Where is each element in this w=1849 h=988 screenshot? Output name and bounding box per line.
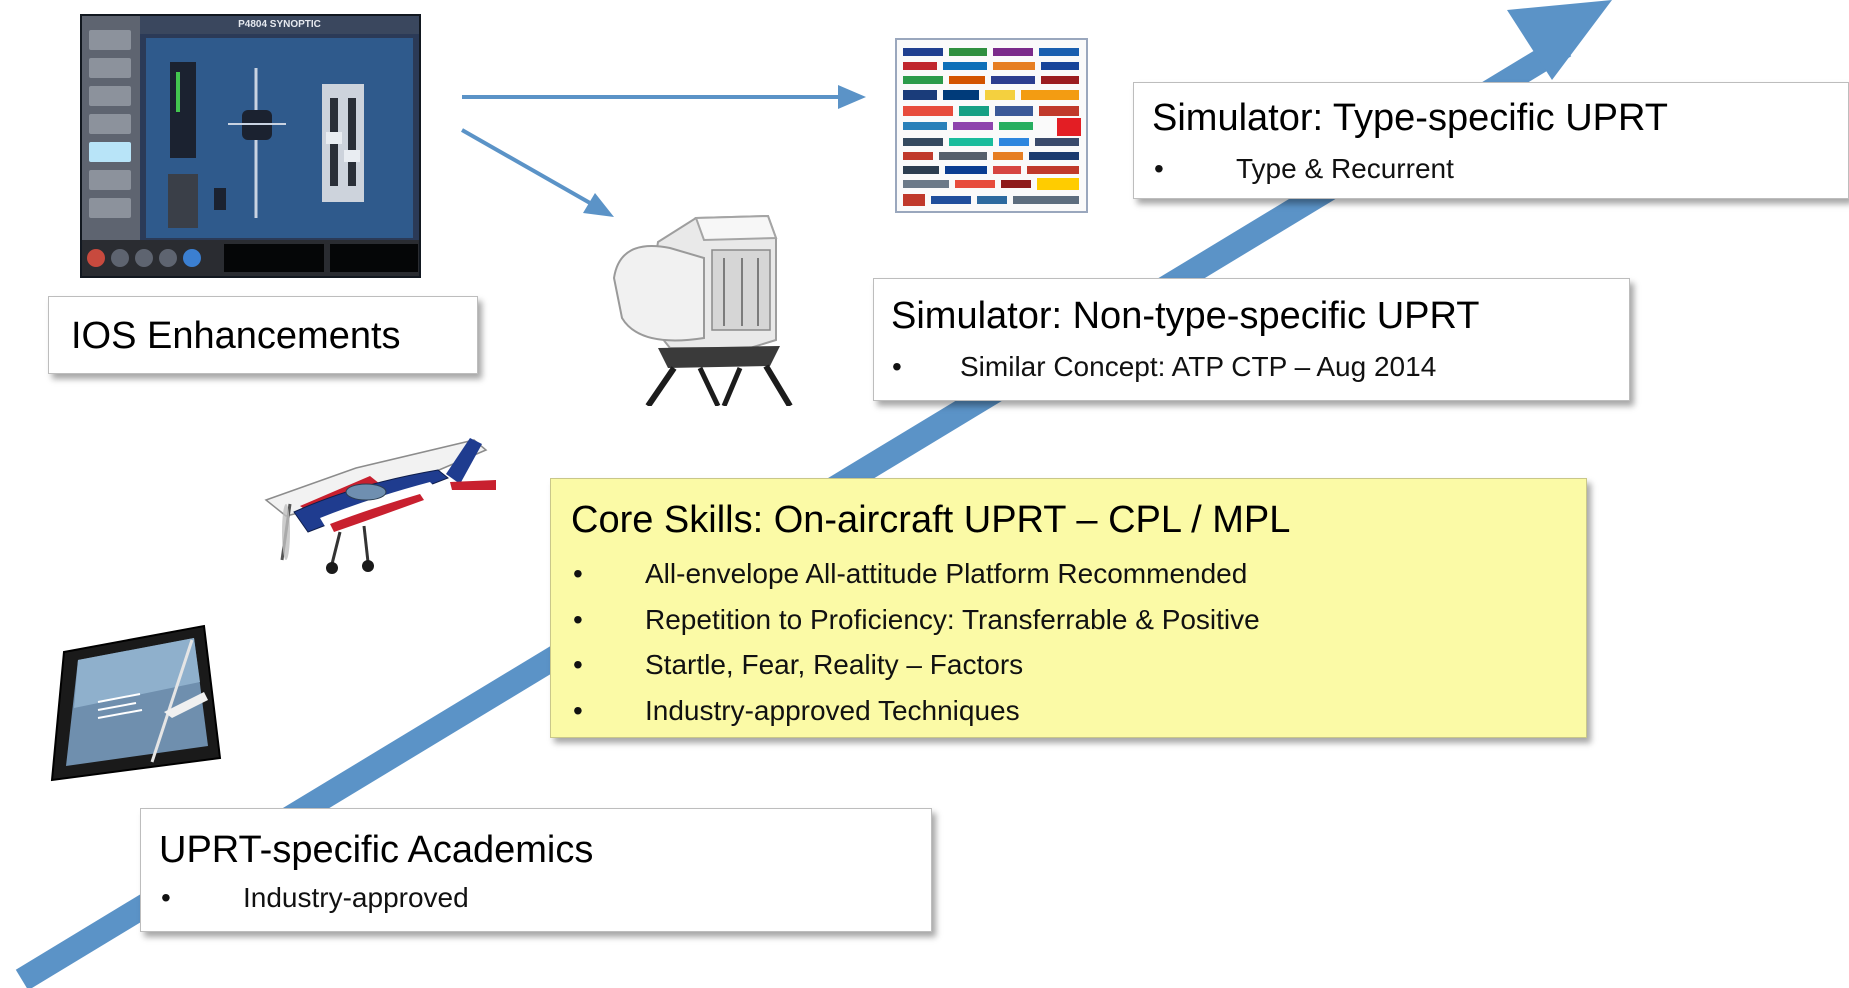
level-non-type-specific-box: Simulator: Non-type-specific UPRT Simila…	[873, 278, 1630, 401]
bullet-item: Repetition to Proficiency: Transferrable…	[573, 597, 1260, 643]
level-bullets: Industry-approved	[161, 882, 469, 914]
level-core-skills-box: Core Skills: On-aircraft UPRT – CPL / MP…	[550, 478, 1587, 738]
level-bullets: All-envelope All-attitude Platform Recom…	[573, 551, 1260, 733]
arrow-to-logos	[838, 85, 866, 109]
bullet-item: Industry-approved Techniques	[573, 688, 1260, 734]
bullet-item: Similar Concept: ATP CTP – Aug 2014	[892, 351, 1436, 383]
aerobatic-aircraft-image	[260, 432, 500, 582]
bullet-item: All-envelope All-attitude Platform Recom…	[573, 551, 1260, 597]
flight-simulator-image	[600, 198, 840, 408]
level-heading: UPRT-specific Academics	[159, 829, 594, 871]
synoptic-panel	[146, 38, 413, 238]
arrow-to-simulator	[583, 193, 614, 217]
synoptic-title: P4804 SYNOPTIC	[140, 16, 419, 34]
level-heading: Core Skills: On-aircraft UPRT – CPL / MP…	[571, 499, 1291, 541]
ios-synoptic-screen-image: P4804 SYNOPTIC	[80, 14, 421, 278]
synoptic-sidebar	[82, 16, 140, 276]
level-type-specific-box: Simulator: Type-specific UPRT Type & Rec…	[1133, 82, 1849, 199]
level-heading: Simulator: Type-specific UPRT	[1152, 97, 1668, 139]
ios-enhancements-box: IOS Enhancements	[48, 296, 478, 374]
bullet-item: Type & Recurrent	[1154, 153, 1454, 185]
bullet-item: Industry-approved	[161, 882, 469, 914]
tablet-academics-image	[44, 622, 222, 782]
bullet-item: Startle, Fear, Reality – Factors	[573, 642, 1260, 688]
synoptic-bottombar	[82, 240, 419, 276]
level-heading: Simulator: Non-type-specific UPRT	[891, 295, 1480, 337]
airline-logos-collage-image	[895, 38, 1088, 213]
level-academics-box: UPRT-specific Academics Industry-approve…	[140, 808, 932, 932]
level-bullets: Similar Concept: ATP CTP – Aug 2014	[892, 351, 1436, 383]
level-bullets: Type & Recurrent	[1154, 153, 1454, 185]
ios-enhancements-label: IOS Enhancements	[71, 315, 401, 357]
progression-arrowhead	[1507, 0, 1612, 80]
